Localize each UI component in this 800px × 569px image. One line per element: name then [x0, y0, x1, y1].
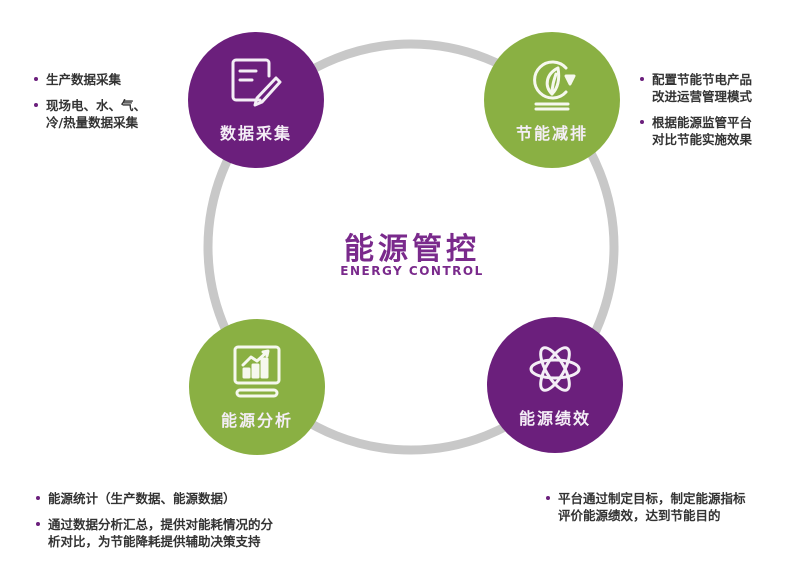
note-item: 通过数据分析汇总，提供对能耗情况的分 析对比，为节能降耗提供辅助决策支持 — [36, 516, 273, 550]
bullet-dot — [36, 496, 40, 500]
notes-bottom-right: 平台通过制定目标，制定能源指标 评价能源绩效，达到节能目的 — [546, 490, 746, 533]
bullet-dot — [34, 103, 38, 107]
notes-top-right: 配置节能节电产品 改进运营管理模式 根据能源监管平台 对比节能实施效果 — [640, 71, 752, 157]
chart-monitor-icon — [233, 345, 281, 398]
note-item: 能源统计（生产数据、能源数据） — [36, 490, 273, 507]
node-label: 能源分析 — [220, 411, 293, 430]
note-item: 根据能源监管平台 对比节能实施效果 — [640, 114, 752, 148]
node-label: 数据采集 — [219, 124, 292, 143]
note-item: 平台通过制定目标，制定能源指标 评价能源绩效，达到节能目的 — [546, 490, 746, 524]
note-item: 现场电、水、气、 冷/热量数据采集 — [34, 97, 146, 131]
node-energy-performance: 能源绩效 — [487, 317, 623, 453]
node-label: 能源绩效 — [518, 409, 591, 428]
note-item: 生产数据采集 — [34, 71, 146, 88]
bullet-dot — [36, 522, 40, 526]
notes-top-left: 生产数据采集 现场电、水、气、 冷/热量数据采集 — [34, 71, 146, 140]
node-label: 节能减排 — [515, 124, 588, 143]
bullet-dot — [640, 77, 644, 81]
bullet-dot — [640, 120, 644, 124]
node-data-collection: 数据采集 — [188, 32, 324, 168]
notes-bottom-left: 能源统计（生产数据、能源数据） 通过数据分析汇总，提供对能耗情况的分 析对比，为… — [36, 490, 273, 559]
node-energy-analysis: 能源分析 — [189, 319, 325, 455]
leaf-cycle-icon — [533, 60, 576, 111]
node-energy-saving: 节能减排 — [484, 32, 620, 168]
edit-document-icon — [231, 58, 282, 107]
bullet-dot — [34, 77, 38, 81]
note-item: 配置节能节电产品 改进运营管理模式 — [640, 71, 752, 105]
center-subtitle: ENERGY CONTROL — [340, 264, 484, 278]
atom-icon — [529, 346, 581, 392]
bullet-dot — [546, 496, 550, 500]
center-title: 能源管控 — [344, 232, 480, 267]
